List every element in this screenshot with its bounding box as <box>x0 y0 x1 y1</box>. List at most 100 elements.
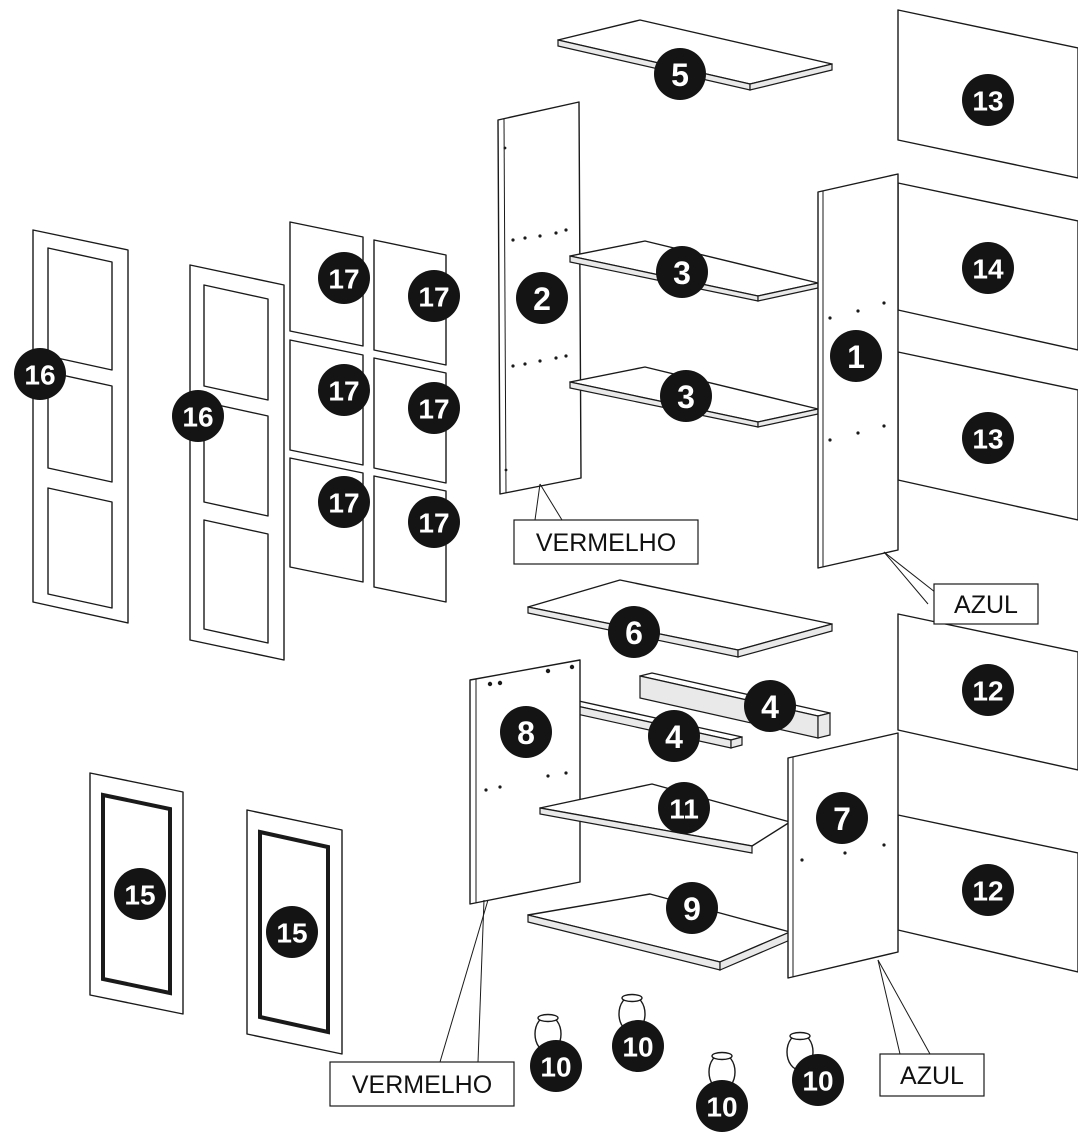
badge-circle <box>962 412 1014 464</box>
badge-number: 17 <box>418 508 449 539</box>
badge-circle <box>656 246 708 298</box>
badge-13-middle: 13 <box>962 412 1014 464</box>
door-16-left <box>32 229 129 624</box>
badge-14: 14 <box>962 242 1014 294</box>
part-number-badges: 5 13 14 13 12 12 2 3 3 1 6 4 4 8 11 7 9 … <box>14 48 1014 1132</box>
badge-15-left: 15 <box>114 868 166 920</box>
badge-10-b: 10 <box>612 1020 664 1072</box>
badge-circle <box>114 868 166 920</box>
label-azul-bottom-text: AZUL <box>900 1062 964 1090</box>
badge-15-right: 15 <box>266 906 318 958</box>
side-panel-8 <box>469 659 581 905</box>
badge-circle <box>408 382 460 434</box>
badge-circle <box>530 1040 582 1092</box>
badge-17-b: 17 <box>408 270 460 322</box>
badge-13-top: 13 <box>962 74 1014 126</box>
badge-11: 11 <box>658 782 710 834</box>
badge-number: 17 <box>418 394 449 425</box>
badge-3-lower: 3 <box>660 370 712 422</box>
badge-circle <box>612 1020 664 1072</box>
badge-circle <box>658 782 710 834</box>
badge-circle <box>660 370 712 422</box>
badge-circle <box>318 364 370 416</box>
side-panel-7 <box>787 732 899 979</box>
badge-circle <box>666 882 718 934</box>
badge-number: 12 <box>972 876 1003 907</box>
label-azul-bottom: AZUL <box>879 1053 985 1097</box>
bottom-panel-9 <box>527 893 791 971</box>
badge-9: 9 <box>666 882 718 934</box>
badge-12-lower: 12 <box>962 864 1014 916</box>
badge-circle <box>816 792 868 844</box>
badge-7: 7 <box>816 792 868 844</box>
badge-number: 6 <box>625 615 643 651</box>
badge-number: 17 <box>328 376 359 407</box>
badge-number: 17 <box>328 264 359 295</box>
badge-10-a: 10 <box>530 1040 582 1092</box>
badge-number: 4 <box>761 689 779 725</box>
badge-circle <box>608 606 660 658</box>
badge-number: 7 <box>833 801 851 837</box>
label-vermelho-top-text: VERMELHO <box>536 529 676 557</box>
badge-number: 8 <box>517 715 535 751</box>
badge-number: 5 <box>671 57 689 93</box>
badge-circle <box>266 906 318 958</box>
badge-8: 8 <box>500 706 552 758</box>
label-azul-top: AZUL <box>933 583 1039 625</box>
badge-number: 4 <box>665 719 683 755</box>
badge-circle <box>830 330 882 382</box>
badge-10-c: 10 <box>696 1080 748 1132</box>
badge-circle <box>962 664 1014 716</box>
badge-circle <box>408 496 460 548</box>
badge-circle <box>500 706 552 758</box>
badge-5: 5 <box>654 48 706 100</box>
label-vermelho-bottom: VERMELHO <box>329 1061 515 1107</box>
badge-10-d: 10 <box>792 1054 844 1106</box>
badge-17-d: 17 <box>408 382 460 434</box>
badge-17-a: 17 <box>318 252 370 304</box>
badge-number: 9 <box>683 891 701 927</box>
badge-1: 1 <box>830 330 882 382</box>
badge-number: 3 <box>677 379 695 415</box>
panel-6 <box>527 579 833 658</box>
label-azul-top-text: AZUL <box>954 591 1018 619</box>
badge-circle <box>962 74 1014 126</box>
foot-10-b <box>618 993 646 1033</box>
badge-number: 15 <box>276 918 307 949</box>
badge-4-back: 4 <box>744 680 796 732</box>
badge-circle <box>14 348 66 400</box>
badge-circle <box>792 1054 844 1106</box>
badge-3-upper: 3 <box>656 246 708 298</box>
badge-circle <box>696 1080 748 1132</box>
badge-number: 10 <box>540 1052 571 1083</box>
badge-circle <box>318 252 370 304</box>
badge-number: 15 <box>124 880 155 911</box>
door-16-right <box>189 264 285 661</box>
badge-circle <box>172 390 224 442</box>
badge-4-front: 4 <box>648 710 700 762</box>
badge-circle <box>744 680 796 732</box>
badge-17-f: 17 <box>408 496 460 548</box>
badge-2: 2 <box>516 272 568 324</box>
label-vermelho-top: VERMELHO <box>513 519 699 565</box>
badge-number: 17 <box>328 488 359 519</box>
badge-number: 3 <box>673 255 691 291</box>
badge-number: 10 <box>622 1032 653 1063</box>
label-vermelho-bottom-text: VERMELHO <box>352 1071 492 1099</box>
badge-number: 10 <box>706 1092 737 1123</box>
badge-number: 17 <box>418 282 449 313</box>
badge-16-right: 16 <box>172 390 224 442</box>
badge-number: 13 <box>972 424 1003 455</box>
badge-6: 6 <box>608 606 660 658</box>
badge-16-left: 16 <box>14 348 66 400</box>
badge-12-upper: 12 <box>962 664 1014 716</box>
badge-number: 10 <box>802 1066 833 1097</box>
badge-circle <box>654 48 706 100</box>
badge-circle <box>962 242 1014 294</box>
badge-number: 11 <box>669 794 699 825</box>
badge-number: 12 <box>972 676 1003 707</box>
badge-circle <box>516 272 568 324</box>
badge-number: 13 <box>972 86 1003 117</box>
badge-circle <box>408 270 460 322</box>
